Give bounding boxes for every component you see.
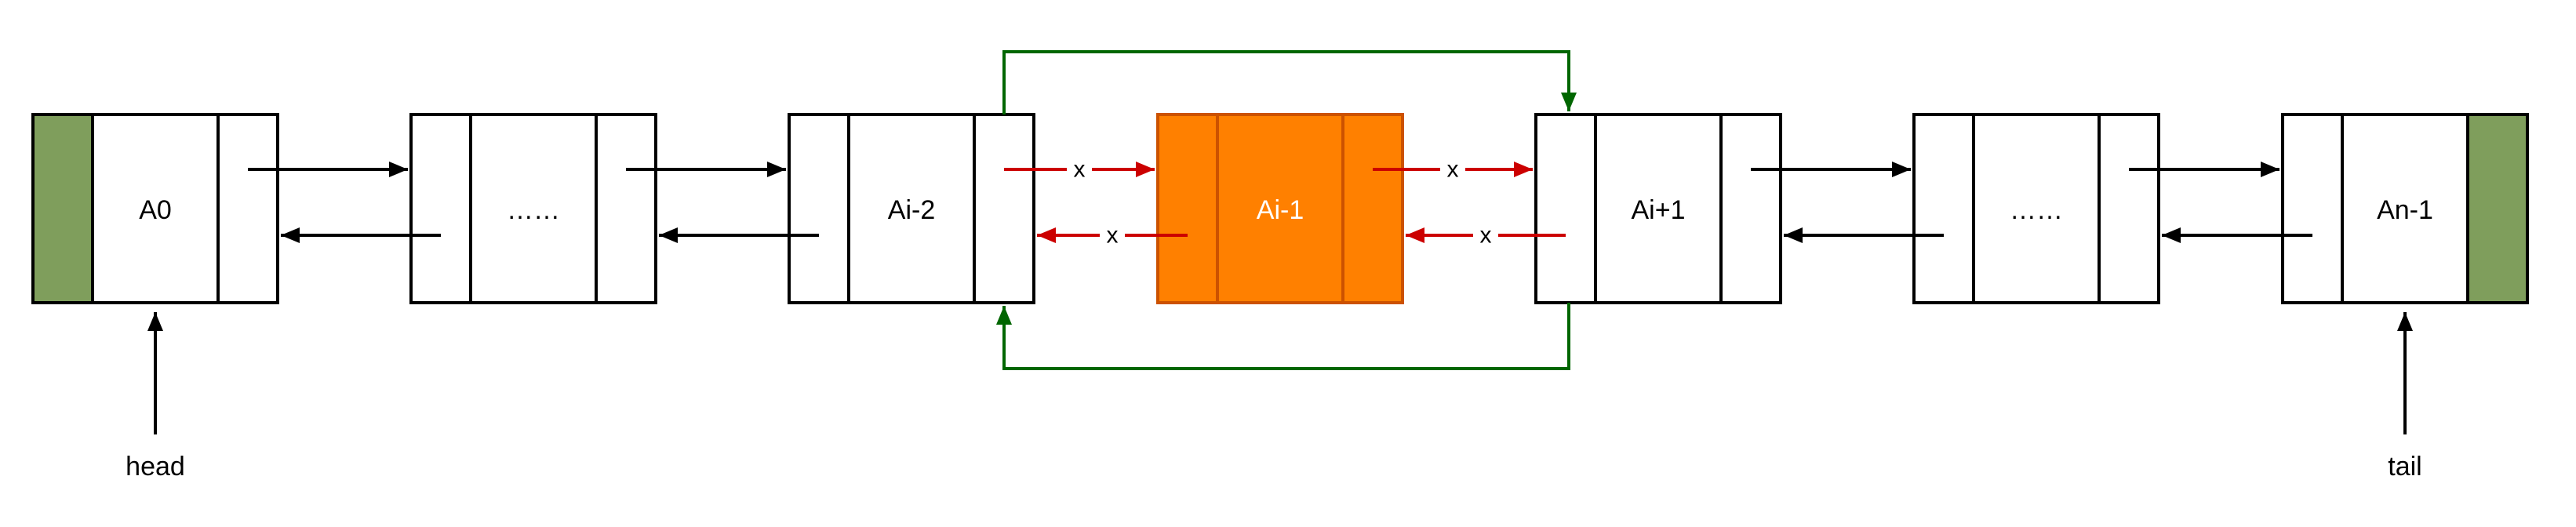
node-label: Ai+1 bbox=[1632, 195, 1686, 225]
null-prev-cell bbox=[31, 113, 94, 304]
list-node-ellipsis-left: …… bbox=[409, 113, 657, 304]
list-node-an-minus-1: An-1 bbox=[2281, 113, 2529, 304]
node-body bbox=[788, 113, 1035, 304]
list-node-a0: A0 bbox=[31, 113, 279, 304]
broken-mark-background bbox=[1440, 157, 1465, 182]
node-body bbox=[1912, 113, 2160, 304]
node-body bbox=[409, 113, 657, 304]
broken-link-x: x bbox=[1074, 157, 1086, 183]
bypass-links bbox=[996, 50, 1577, 370]
list-node-ai-minus-2: Ai-2 bbox=[788, 113, 1035, 304]
tail-label: tail bbox=[2388, 452, 2421, 482]
node-label: …… bbox=[507, 195, 560, 225]
head-label: head bbox=[126, 452, 185, 482]
bypass-prev-link-arrow bbox=[996, 303, 1570, 370]
broken-links: x x x x bbox=[1004, 157, 1566, 249]
broken-mark-background bbox=[1473, 223, 1498, 248]
intact-links bbox=[248, 162, 2312, 243]
broken-link-x: x bbox=[1107, 223, 1119, 249]
broken-link-x: x bbox=[1480, 223, 1492, 249]
head-pointer: head bbox=[126, 312, 185, 482]
list-node-ellipsis-right: …… bbox=[1912, 113, 2160, 304]
node-body bbox=[1534, 113, 1782, 304]
null-next-cell bbox=[2466, 113, 2529, 304]
node-label: Ai-2 bbox=[888, 195, 935, 225]
list-node-ai-minus-1-deleted: Ai-1 bbox=[1156, 113, 1404, 304]
broken-mark-background bbox=[1100, 223, 1125, 248]
tail-pointer: tail bbox=[2388, 312, 2422, 482]
node-label: Ai-1 bbox=[1257, 195, 1304, 225]
list-node-ai-plus-1: Ai+1 bbox=[1534, 113, 1782, 304]
bypass-next-link-arrow bbox=[1002, 50, 1577, 114]
broken-link-x: x bbox=[1447, 157, 1459, 183]
node-label: An-1 bbox=[2377, 195, 2433, 225]
node-label: A0 bbox=[139, 195, 172, 225]
node-label: …… bbox=[2010, 195, 2063, 225]
deleted-node-body bbox=[1156, 113, 1404, 304]
broken-mark-background bbox=[1067, 157, 1092, 182]
